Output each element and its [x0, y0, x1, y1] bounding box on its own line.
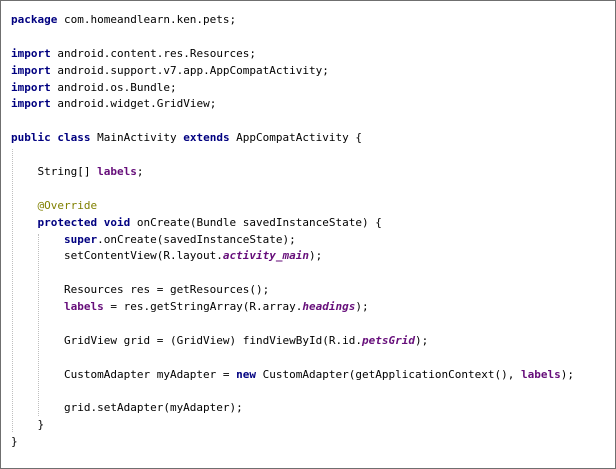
code-token: );: [414, 333, 429, 347]
code-token: new: [236, 367, 257, 381]
code-line: [11, 265, 574, 282]
code-line: labels = res.getStringArray(R.array.head…: [11, 299, 574, 316]
code-token: activity_main: [222, 249, 310, 263]
code-token: CustomAdapter myAdapter =: [11, 367, 237, 381]
code-token: android.support.v7.app.AppCompatActivity…: [50, 63, 329, 77]
code-line: package com.homeandlearn.ken.pets;: [11, 12, 574, 29]
code-token: import: [11, 97, 51, 111]
indent-guide: [38, 233, 40, 416]
code-token: [11, 216, 38, 229]
code-token: [11, 199, 38, 212]
code-token: }: [11, 435, 18, 449]
code-token: com.homeandlearn.ken.pets;: [57, 13, 237, 26]
code-token: extends: [183, 131, 230, 145]
code-token: Resources res = getResources();: [11, 283, 270, 297]
code-line: [11, 181, 574, 198]
code-line: CustomAdapter myAdapter = new CustomAdap…: [11, 367, 574, 384]
code-token: setContentView(R.layout.: [11, 249, 223, 263]
code-token: petsGrid: [362, 333, 415, 347]
code-token: labels: [63, 300, 104, 314]
code-line: GridView grid = (GridView) findViewById(…: [11, 333, 574, 350]
code-token: }: [11, 418, 45, 432]
code-token: onCreate(Bundle savedInstanceState) {: [130, 215, 382, 229]
code-token: android.widget.GridView;: [50, 97, 217, 111]
code-token: );: [309, 249, 323, 263]
indent-guide: [12, 149, 13, 433]
code-line: [11, 316, 574, 333]
code-token: super: [63, 232, 98, 246]
code-token: labels: [97, 165, 137, 179]
code-token: labels: [520, 367, 561, 381]
code-line: setContentView(R.layout.activity_main);: [11, 248, 574, 265]
code-line: Resources res = getResources();: [11, 282, 574, 299]
code-token: String[]: [11, 165, 98, 179]
code-token: grid.setAdapter(myAdapter);: [11, 401, 243, 415]
code-line: import android.support.v7.app.AppCompatA…: [11, 63, 574, 80]
code-token: import: [11, 63, 51, 77]
code-line: import android.widget.GridView;: [11, 96, 574, 113]
code-token: @Override: [37, 198, 98, 212]
code-line: [11, 147, 574, 164]
code-line: [11, 384, 574, 401]
code-line: protected void onCreate(Bundle savedInst…: [11, 215, 574, 232]
code-token: package: [11, 13, 58, 26]
code-line: String[] labels;: [11, 164, 574, 181]
code-token: );: [560, 367, 574, 381]
code-line: grid.setAdapter(myAdapter);: [11, 400, 574, 417]
code-token: public class: [11, 131, 91, 145]
code-token: MainActivity: [90, 131, 184, 145]
code-token: android.content.res.Resources;: [50, 46, 257, 60]
code-token: import: [11, 80, 51, 94]
code-token: AppCompatActivity {: [229, 131, 363, 145]
code-token: ;: [136, 165, 144, 179]
code-token: protected void: [37, 215, 131, 229]
code-line: import android.os.Bundle;: [11, 80, 574, 97]
code-token: android.os.Bundle;: [50, 80, 177, 94]
code-line: [11, 350, 574, 367]
code-token: import: [11, 46, 51, 60]
code-token: = res.getStringArray(R.array.: [103, 300, 303, 314]
code-token: headings: [302, 300, 356, 314]
code-line: public class MainActivity extends AppCom…: [11, 130, 574, 147]
code-token: CustomAdapter(getApplicationContext(),: [256, 367, 521, 381]
code-view[interactable]: package com.homeandlearn.ken.pets; import…: [11, 12, 574, 451]
code-line: super.onCreate(savedInstanceState);: [11, 232, 574, 249]
code-line: }: [11, 434, 574, 451]
code-line: [11, 29, 574, 46]
code-line: }: [11, 417, 574, 434]
code-token: GridView grid = (GridView) findViewById(…: [11, 333, 362, 347]
code-line: @Override: [11, 198, 574, 215]
code-line: [11, 113, 574, 130]
code-token: .onCreate(savedInstanceState);: [97, 232, 296, 246]
code-line: import android.content.res.Resources;: [11, 46, 574, 63]
code-token: );: [355, 300, 369, 314]
